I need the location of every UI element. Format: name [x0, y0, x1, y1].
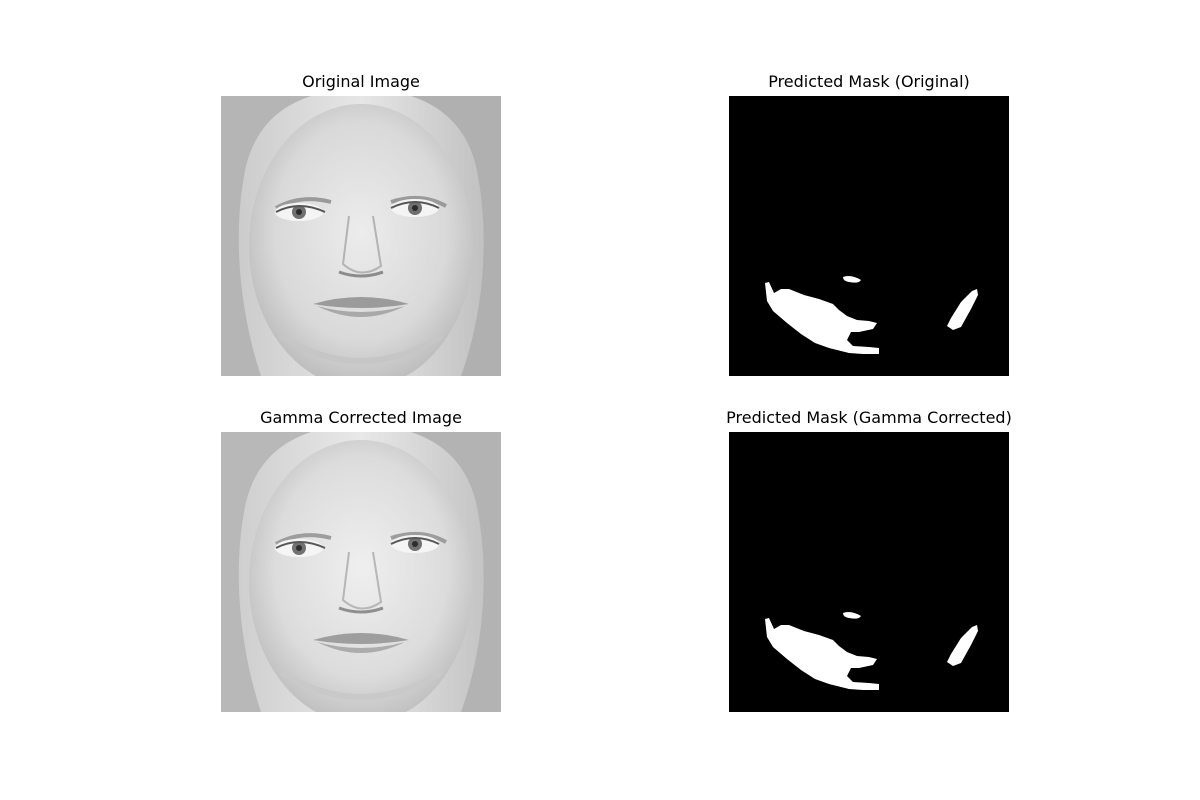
binary-mask-graphic — [729, 432, 1009, 712]
gamma-corrected-face-image — [221, 432, 501, 712]
predicted-mask-gamma-corrected — [729, 432, 1009, 712]
panel-title-gamma-corrected-image: Gamma Corrected Image — [260, 408, 462, 427]
binary-mask-graphic — [729, 96, 1009, 376]
panel-title-predicted-mask-original: Predicted Mask (Original) — [768, 72, 970, 91]
predicted-mask-original — [729, 96, 1009, 376]
face-photo-graphic — [221, 96, 501, 376]
panel-title-predicted-mask-gamma: Predicted Mask (Gamma Corrected) — [726, 408, 1012, 427]
original-face-image — [221, 96, 501, 376]
face-photo-graphic — [221, 432, 501, 712]
panel-title-original-image: Original Image — [302, 72, 420, 91]
